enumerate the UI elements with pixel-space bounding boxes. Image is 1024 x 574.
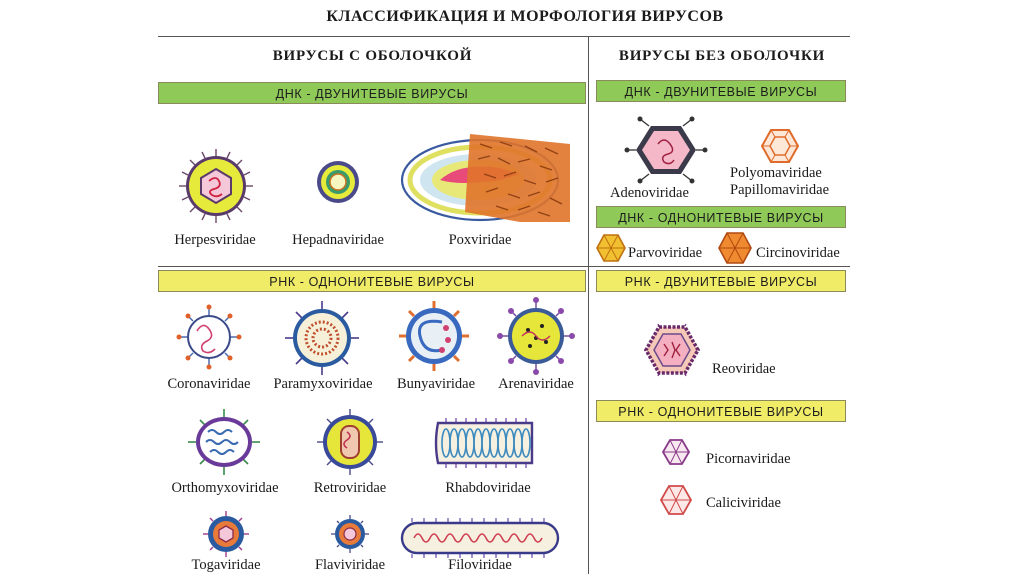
label-adenoviridae: Adenoviridae xyxy=(610,185,689,202)
filoviridae-icon xyxy=(400,518,560,558)
section-divider-left xyxy=(158,266,588,267)
band-nonenveloped-dna-double: ДНК - ДВУНИТЕВЫЕ ВИРУСЫ xyxy=(596,80,846,102)
label-poxviridae: Poxviridae xyxy=(420,232,540,249)
label-circinoviridae: Circinoviridae xyxy=(756,245,840,262)
togaviridae-icon xyxy=(202,510,250,558)
picornaviridae-icon xyxy=(662,438,690,466)
label-paramyxoviridae: Paramyxoviridae xyxy=(262,376,384,393)
label-hepadnaviridae: Hepadnaviridae xyxy=(278,232,398,249)
bunyaviridae-icon xyxy=(398,300,470,372)
band-enveloped-rna-single: РНК - ОДНОНИТЕВЫЕ ВИРУСЫ xyxy=(158,270,586,292)
label-reoviridae: Reoviridae xyxy=(712,361,776,378)
label-papillomaviridae: Papillomaviridae xyxy=(730,182,829,199)
orthomyxoviridae-icon xyxy=(186,408,262,476)
parvoviridae-icon xyxy=(596,234,626,262)
hepadnaviridae-icon xyxy=(316,160,360,204)
label-picornaviridae: Picornaviridae xyxy=(706,451,791,468)
paramyxoviridae-icon xyxy=(284,300,360,376)
label-parvoviridae: Parvoviridae xyxy=(628,245,702,262)
band-enveloped-dna-double: ДНК - ДВУНИТЕВЫЕ ВИРУСЫ xyxy=(158,82,586,104)
enveloped-header: ВИРУСЫ С ОБОЛОЧКОЙ xyxy=(160,48,585,65)
label-rhabdoviridae: Rhabdoviridae xyxy=(428,480,548,497)
rhabdoviridae-icon xyxy=(436,418,536,468)
title-divider xyxy=(158,36,850,37)
section-divider-right xyxy=(588,266,850,267)
label-filoviridae: Filoviridae xyxy=(420,557,540,574)
label-coronaviridae: Coronaviridae xyxy=(150,376,268,393)
label-caliciviridae: Caliciviridae xyxy=(706,495,781,512)
label-retroviridae: Retroviridae xyxy=(290,480,410,497)
label-bunyaviridae: Bunyaviridae xyxy=(378,376,494,393)
flaviviridae-icon xyxy=(330,514,370,554)
caliciviridae-icon xyxy=(660,484,692,516)
column-divider xyxy=(588,36,589,574)
label-flaviviridae: Flaviviridae xyxy=(290,557,410,574)
label-polyomaviridae: Polyomaviridae xyxy=(730,165,822,182)
label-orthomyxoviridae: Orthomyxoviridae xyxy=(160,480,290,497)
label-togaviridae: Togaviridae xyxy=(166,557,286,574)
retroviridae-icon xyxy=(316,408,384,476)
label-herpesviridae: Herpesviridae xyxy=(155,232,275,249)
herpesviridae-icon xyxy=(178,148,254,224)
circinoviridae-icon xyxy=(718,232,752,264)
non-enveloped-header: ВИРУСЫ БЕЗ ОБОЛОЧКИ xyxy=(594,48,850,65)
adenoviridae-icon xyxy=(626,118,706,182)
band-nonenveloped-rna-double: РНК - ДВУНИТЕВЫЕ ВИРУСЫ xyxy=(596,270,846,292)
arenaviridae-icon xyxy=(498,298,574,374)
band-nonenveloped-rna-single: РНК - ОДНОНИТЕВЫЕ ВИРУСЫ xyxy=(596,400,846,422)
page-title: КЛАССИФИКАЦИЯ И МОРФОЛОГИЯ ВИРУСОВ xyxy=(160,8,890,34)
band-nonenveloped-dna-single: ДНК - ОДНОНИТЕВЫЕ ВИРУСЫ xyxy=(596,206,846,228)
reoviridae-icon xyxy=(644,324,700,376)
label-arenaviridae: Arenaviridae xyxy=(478,376,594,393)
polyomaviridae-icon xyxy=(760,128,800,164)
poxviridae-icon xyxy=(400,134,570,224)
coronaviridae-icon xyxy=(178,306,240,368)
